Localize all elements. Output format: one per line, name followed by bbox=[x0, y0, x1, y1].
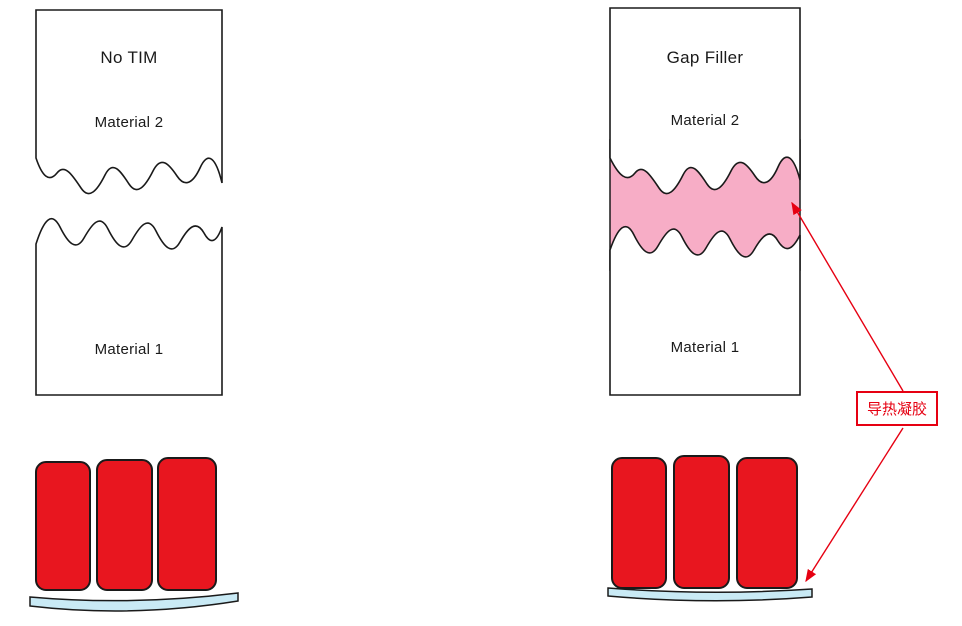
left-material1-block bbox=[35, 217, 223, 396]
arrow-to-substrate bbox=[805, 427, 904, 583]
left-chip-2 bbox=[96, 459, 153, 591]
arrow-to-gap-filler bbox=[791, 201, 904, 392]
right-material2-block bbox=[609, 7, 801, 195]
right-chip-2 bbox=[673, 455, 730, 589]
right-chip-1 bbox=[611, 457, 667, 589]
right-material2-label: Material 2 bbox=[670, 112, 740, 129]
thermal-gel-callout: 导热凝胶 bbox=[856, 391, 939, 426]
left-material2-label: Material 2 bbox=[94, 114, 164, 131]
left-chip-1 bbox=[35, 461, 91, 591]
right-material1-block bbox=[609, 225, 801, 396]
right-panel-title: Gap Filler bbox=[666, 48, 744, 67]
left-substrate-strip bbox=[29, 592, 239, 612]
left-material2-block bbox=[35, 9, 223, 195]
right-chip-3 bbox=[736, 457, 798, 589]
right-substrate-strip bbox=[607, 587, 813, 602]
left-material1-label: Material 1 bbox=[94, 341, 164, 358]
left-chip-3 bbox=[157, 457, 217, 591]
right-material1-label: Material 1 bbox=[670, 339, 740, 356]
left-panel-title: No TIM bbox=[100, 48, 158, 67]
